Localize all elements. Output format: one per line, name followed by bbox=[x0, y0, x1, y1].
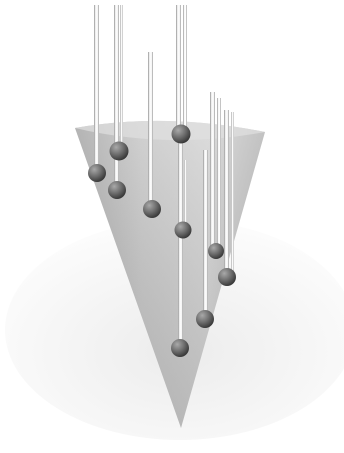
rod bbox=[178, 140, 183, 348]
sphere bbox=[171, 339, 189, 357]
rod bbox=[231, 112, 234, 272]
rod bbox=[184, 160, 187, 230]
rod bbox=[183, 5, 187, 129]
rod bbox=[94, 5, 99, 173]
sphere bbox=[143, 200, 161, 218]
sphere bbox=[172, 125, 191, 144]
sphere bbox=[208, 243, 224, 259]
rod bbox=[217, 98, 221, 248]
sphere bbox=[110, 142, 129, 161]
sphere bbox=[196, 310, 214, 328]
sphere bbox=[218, 268, 236, 286]
rod bbox=[120, 5, 123, 150]
rod bbox=[114, 5, 119, 188]
rod bbox=[224, 110, 229, 275]
rod bbox=[148, 52, 153, 208]
rod bbox=[176, 5, 181, 133]
sphere bbox=[108, 181, 126, 199]
rod bbox=[203, 150, 208, 318]
rod bbox=[210, 92, 215, 250]
sphere bbox=[88, 164, 106, 182]
sphere bbox=[175, 222, 192, 239]
